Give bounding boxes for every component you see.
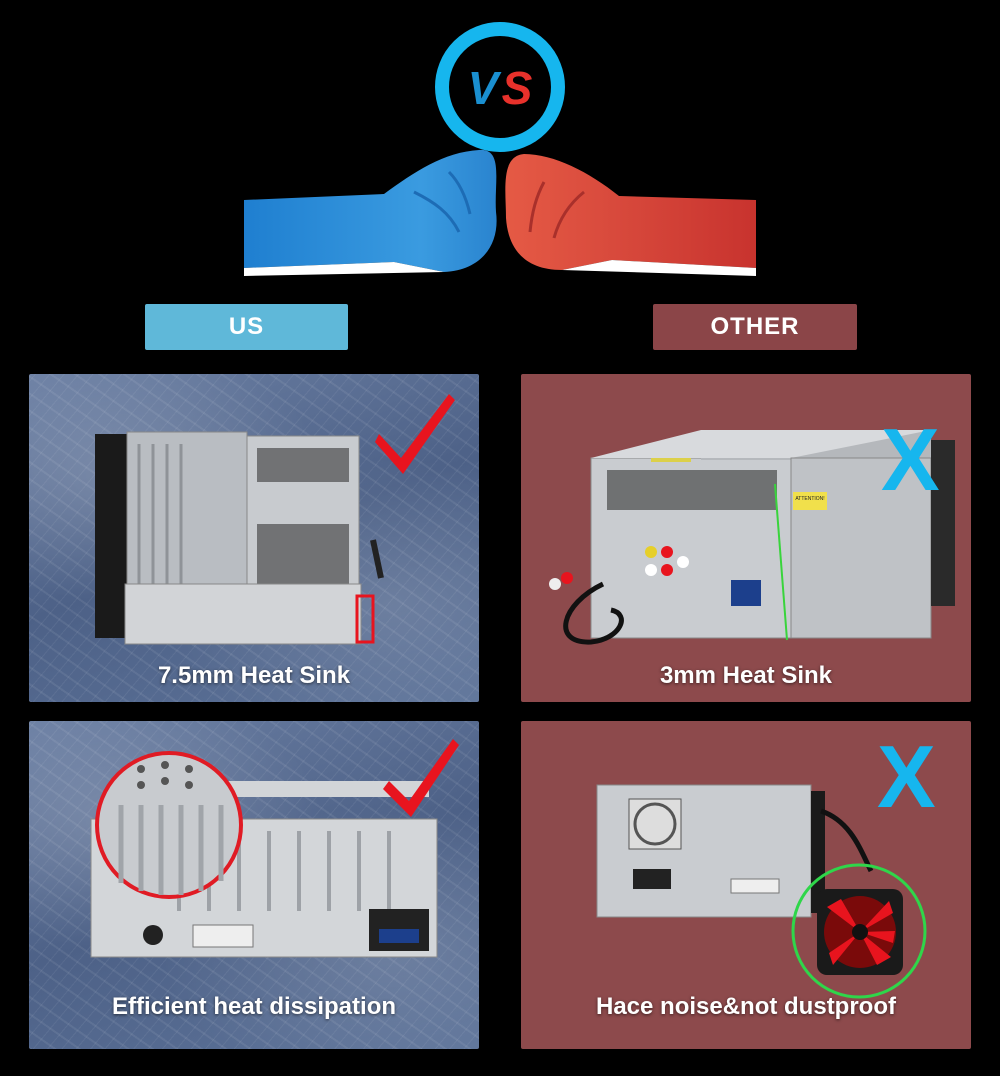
- vs-letter-s: S: [502, 62, 533, 114]
- x-mark-icon: X: [881, 410, 940, 509]
- us-heat-dissipation-panel: Efficient heat dissipation: [29, 721, 479, 1049]
- blue-fist: [244, 149, 497, 276]
- checkmark-icon: [375, 394, 455, 474]
- checkmark-icon: [383, 739, 459, 817]
- us-radio-rear-photo: [90, 739, 459, 958]
- us-radio-heat-sink-photo: [95, 394, 455, 645]
- vs-letter-v: V: [468, 62, 502, 114]
- us-label: US: [145, 304, 348, 350]
- panel-caption: Hace noise&not dustproof: [595, 993, 896, 1020]
- fist-bump-image: [244, 149, 756, 276]
- other-radio-fan-photo: X: [596, 727, 936, 999]
- x-mark-icon: X: [877, 727, 936, 826]
- other-label: OTHER: [653, 304, 857, 350]
- us-heat-sink-panel: 7.5mm Heat Sink: [29, 374, 479, 702]
- other-heat-sink-panel: ATTENTION! X 3mm Heat Sink: [521, 374, 971, 702]
- red-fist: [505, 154, 756, 276]
- panel-caption: 7.5mm Heat Sink: [157, 662, 351, 689]
- attention-sticker: ATTENTION!: [795, 496, 824, 502]
- vs-badge: V S: [435, 22, 565, 152]
- other-fan-noise-panel: X Hace noise&not dustproof: [521, 721, 971, 1049]
- panel-caption: Efficient heat dissipation: [111, 993, 397, 1020]
- panel-caption: 3mm Heat Sink: [659, 662, 833, 689]
- other-radio-heat-sink-photo: ATTENTION! X: [549, 410, 955, 645]
